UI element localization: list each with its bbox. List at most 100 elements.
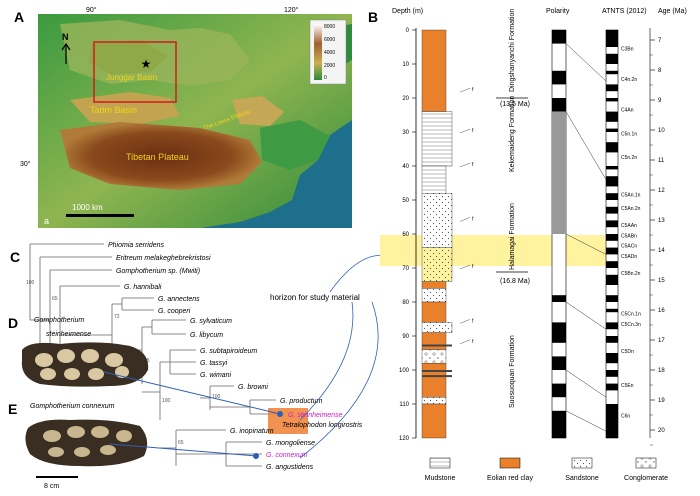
map-label-tibetan: Tibetan Plateau: [126, 152, 189, 162]
atnts-interval: [606, 84, 618, 92]
atnts-interval: [606, 274, 618, 285]
panel-label-d: D: [8, 315, 18, 331]
atnts-interval: [606, 353, 618, 364]
age-tick-label: 7: [658, 38, 662, 44]
taxon-label: G. cooperi: [158, 308, 191, 315]
age-tick-label: 13: [658, 218, 665, 224]
panel-label-a: A: [14, 9, 24, 25]
lithology-unit: [421, 349, 447, 364]
panel-d-specimen: D Gomphotherium steinheimense: [8, 315, 149, 387]
polarity-interval: [552, 30, 566, 44]
age-tick-label: 15: [658, 278, 665, 284]
specimen-e-name: Gomphotherium connexum: [30, 403, 115, 410]
correlation-line: [565, 301, 607, 330]
atnts-interval: [606, 295, 618, 302]
depth-tick-label: 60: [402, 232, 409, 238]
scale-bar-label: 1000 km: [72, 203, 103, 212]
correlation-line: [565, 43, 607, 82]
correlation-line: [565, 410, 607, 432]
lithology-dark-band: [422, 344, 452, 347]
age-label: (16.8 Ma): [500, 278, 530, 285]
depth-tick-label: 90: [402, 334, 409, 340]
taxon-label: G. hannibali: [124, 284, 162, 291]
atnts-interval: [606, 70, 618, 75]
fossil-mark-line: [459, 87, 471, 93]
atnts-interval: [606, 166, 618, 170]
depth-tick-label: 40: [402, 164, 409, 170]
lithology-unit: [421, 403, 447, 439]
fossil-mark: f: [472, 216, 474, 222]
specimen-scale-label: 8 cm: [44, 483, 59, 490]
polarity-column: [551, 29, 567, 439]
atnts-interval: [606, 53, 618, 64]
map-tick-30: 30°: [20, 160, 31, 168]
fossil-mark: f: [472, 128, 474, 134]
legend-value: 8000: [324, 24, 335, 30]
taxon-label: G. annectens: [158, 296, 200, 303]
correlation-line: [565, 369, 607, 398]
atnts-interval: [606, 234, 618, 241]
fossil-mark-line: [459, 319, 471, 324]
support-value: 72: [114, 314, 120, 320]
horizon-annotation: horizon for study material: [270, 293, 360, 302]
polarity-interval: [552, 356, 566, 370]
atnts-interval: [606, 30, 618, 47]
legend-swatch-conglomerate: [635, 457, 657, 469]
formation-label: Kekemaideng Formation: [509, 96, 516, 172]
polarity-interval: [552, 322, 566, 343]
elevation-legend-values: 8000 6000 4000 2000 0: [324, 24, 335, 81]
legend-value: 6000: [324, 37, 335, 43]
atnts-column: [605, 29, 619, 439]
loess-area: [232, 96, 284, 126]
lithology-unit: [421, 301, 447, 323]
legend-swatch-clay: [499, 457, 521, 469]
map-corner-label: a: [44, 216, 49, 226]
taxon-label: G. productum: [280, 398, 323, 405]
lithology-unit: [421, 288, 447, 303]
taxon-label: Phiomia serridens: [108, 242, 165, 249]
fossil-mark: f: [472, 339, 474, 345]
fossil-mark-line: [459, 264, 471, 270]
chron-labels: C3BnC4n.2nC4AnC5n.1nC5n.2nC5An.1nC5An.2n…: [621, 46, 641, 419]
panel-b-stratigraphy: B Depth (m) Polarity ATNTS (2012) Age (M…: [368, 8, 687, 482]
legend-label: Conglomerate: [624, 475, 668, 482]
atnts-interval: [606, 206, 618, 214]
taxon-label: G. browni: [238, 384, 268, 391]
tibetan-area: [60, 122, 262, 190]
fossil-mark-line: [459, 162, 471, 168]
map-label-junggar: Junggar Basin: [106, 73, 157, 82]
support-value: 100: [26, 280, 35, 286]
header-atnts: ATNTS (2012): [602, 8, 647, 15]
lithology-unit: [421, 322, 453, 333]
legend-label: Sandstone: [565, 475, 599, 482]
chron-label: C4n.2n: [621, 77, 637, 83]
tree-branches: [29, 243, 276, 467]
atnts-interval: [606, 308, 618, 313]
age-tick-label: 18: [658, 368, 665, 374]
legend-swatch-mudstone: [429, 457, 451, 469]
depth-tick-label: 80: [402, 300, 409, 306]
taxon-label: G. sylvaticum: [190, 318, 232, 325]
support-value: 65: [178, 440, 184, 446]
depth-tick-label: 110: [399, 402, 409, 408]
map-label-tarim: Tarim Basin: [90, 105, 137, 115]
lithology-unit: [421, 111, 453, 167]
atnts-interval: [606, 261, 618, 268]
polarity-interval: [552, 111, 566, 234]
support-value: 100: [212, 394, 221, 400]
chron-label: C6n: [621, 414, 630, 420]
taxon-label-highlight: G. steinheimense: [288, 412, 343, 419]
lithology-unit: [421, 332, 447, 350]
legend-value: 4000: [324, 50, 335, 56]
fossil-mark-line: [459, 217, 471, 222]
atnts-interval: [606, 336, 618, 343]
polarity-interval: [552, 295, 566, 302]
taxon-label: G. subtapiroideum: [200, 348, 257, 355]
lithology-dark-band: [422, 370, 452, 372]
atnts-interval: [606, 322, 618, 330]
molar-d-image: [21, 342, 149, 387]
chron-label: C4An: [621, 108, 634, 114]
